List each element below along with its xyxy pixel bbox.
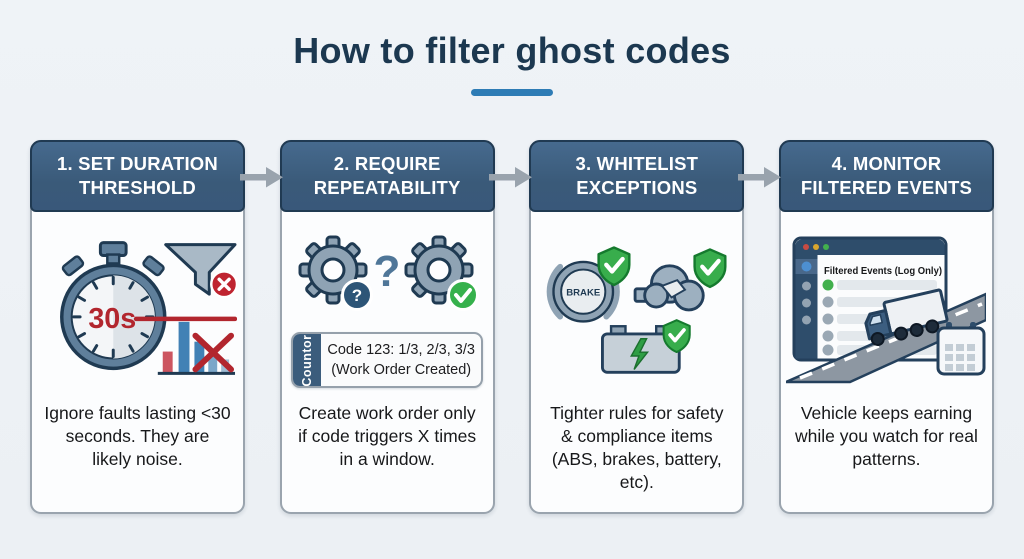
step-3-description: Tighter rules for safety & compliance it… xyxy=(550,403,724,493)
arrow-right-icon xyxy=(489,167,532,188)
step-card-4: 4. MONITOR FILTERED EVENTS xyxy=(778,140,994,514)
repeatability-illustration: ? ? xyxy=(298,235,480,311)
step-card-1: 1. SET DURATION THRESHOLD xyxy=(30,140,245,514)
step-2-illustration: ? ? xyxy=(287,224,487,392)
lightning-bolt-icon xyxy=(629,338,649,370)
window-dot-green xyxy=(823,244,830,250)
step-1-header: 1. SET DURATION THRESHOLD xyxy=(30,140,245,212)
counter-line1: Code 123: 1/3, 2/3, 3/3 xyxy=(327,341,475,358)
bar-chart-icon xyxy=(157,321,235,375)
check-badge-icon xyxy=(447,278,480,311)
step-4-heading-line1: 4. MONITOR xyxy=(831,153,942,175)
step-3-body: BRAKE xyxy=(531,212,742,512)
shield-check-icon xyxy=(662,319,691,354)
counter-tag: Countor Code 123: 1/3, 2/3, 3/3 (Work Or… xyxy=(291,331,484,389)
step-4-body: Filtered Events (Log Only) xyxy=(781,212,992,512)
engine-icon xyxy=(633,264,705,312)
step-2-header: 2. REQUIRE REPEATABILITY xyxy=(279,140,495,212)
step-4-illustration: Filtered Events (Log Only) xyxy=(786,224,987,392)
gear-unknown-icon: ? xyxy=(298,235,374,311)
question-badge-icon: ? xyxy=(341,278,374,311)
counter-content: Code 123: 1/3, 2/3, 3/3 (Work Order Crea… xyxy=(321,334,481,387)
svg-text:?: ? xyxy=(352,286,362,305)
steps-row: 1. SET DURATION THRESHOLD xyxy=(30,140,994,514)
cross-badge-icon xyxy=(209,270,237,299)
step-card-2: 2. REQUIRE REPEATABILITY xyxy=(279,140,495,514)
step-3-illustration: BRAKE xyxy=(541,224,733,392)
browser-window-icon: Filtered Events (Log Only) xyxy=(792,236,948,362)
truck-icon xyxy=(864,288,949,346)
arrow-right-icon xyxy=(240,167,283,188)
window-dot-yellow xyxy=(813,244,820,250)
step-1-body: 30s xyxy=(32,212,243,512)
step-2-heading-line1: 2. REQUIRE xyxy=(333,153,441,175)
title-underline xyxy=(471,89,553,96)
stopwatch-label: 30s xyxy=(88,303,136,335)
counter-line2: (Work Order Created) xyxy=(331,362,472,378)
counter-tab-label: Countor xyxy=(293,333,322,387)
page-title: How to filter ghost codes xyxy=(293,30,731,71)
arrow-right-icon xyxy=(738,167,781,188)
reject-cross-icon xyxy=(191,332,234,373)
step-3-header: 3. WHITELIST EXCEPTIONS xyxy=(529,140,745,212)
step-1-description: Ignore faults lasting <30 seconds. They … xyxy=(44,403,231,470)
filtered-events-title: Filtered Events (Log Only) xyxy=(824,265,942,277)
step-1-heading-line1: 1. SET DURATION xyxy=(57,153,218,175)
step-1-heading-line2: THRESHOLD xyxy=(79,177,196,198)
step-4-header: 4. MONITOR FILTERED EVENTS xyxy=(778,140,994,212)
window-dot-red xyxy=(803,244,810,250)
gear-confirmed-icon xyxy=(404,235,480,311)
step-1-illustration: 30s xyxy=(39,224,237,392)
stopwatch-icon: 30s xyxy=(59,241,166,371)
brake-label: BRAKE xyxy=(566,288,601,299)
question-mark: ? xyxy=(374,247,401,296)
step-3-heading-line2: EXCEPTIONS xyxy=(576,177,698,198)
step-card-3: 3. WHITELIST EXCEPTIONS BRAKE xyxy=(529,140,745,514)
calendar-icon xyxy=(936,322,986,376)
step-4-heading-line2: FILTERED EVENTS xyxy=(800,177,973,198)
step-2-body: ? ? xyxy=(282,212,493,512)
shield-check-icon xyxy=(693,248,727,289)
step-2-heading-line2: REPEATABILITY xyxy=(313,177,461,198)
monitor-illustration: Filtered Events (Log Only) xyxy=(786,236,987,384)
duration-threshold-illustration: 30s xyxy=(59,241,237,375)
calendar-grid xyxy=(945,344,976,371)
shield-check-icon xyxy=(597,246,631,287)
step-3-heading-line1: 3. WHITELIST xyxy=(575,153,699,175)
funnel-icon xyxy=(163,243,237,299)
step-2-description: Create work order only if code triggers … xyxy=(298,403,477,470)
step-4-description: Vehicle keeps earning while you watch fo… xyxy=(795,403,978,470)
whitelist-illustration: BRAKE xyxy=(546,246,727,374)
